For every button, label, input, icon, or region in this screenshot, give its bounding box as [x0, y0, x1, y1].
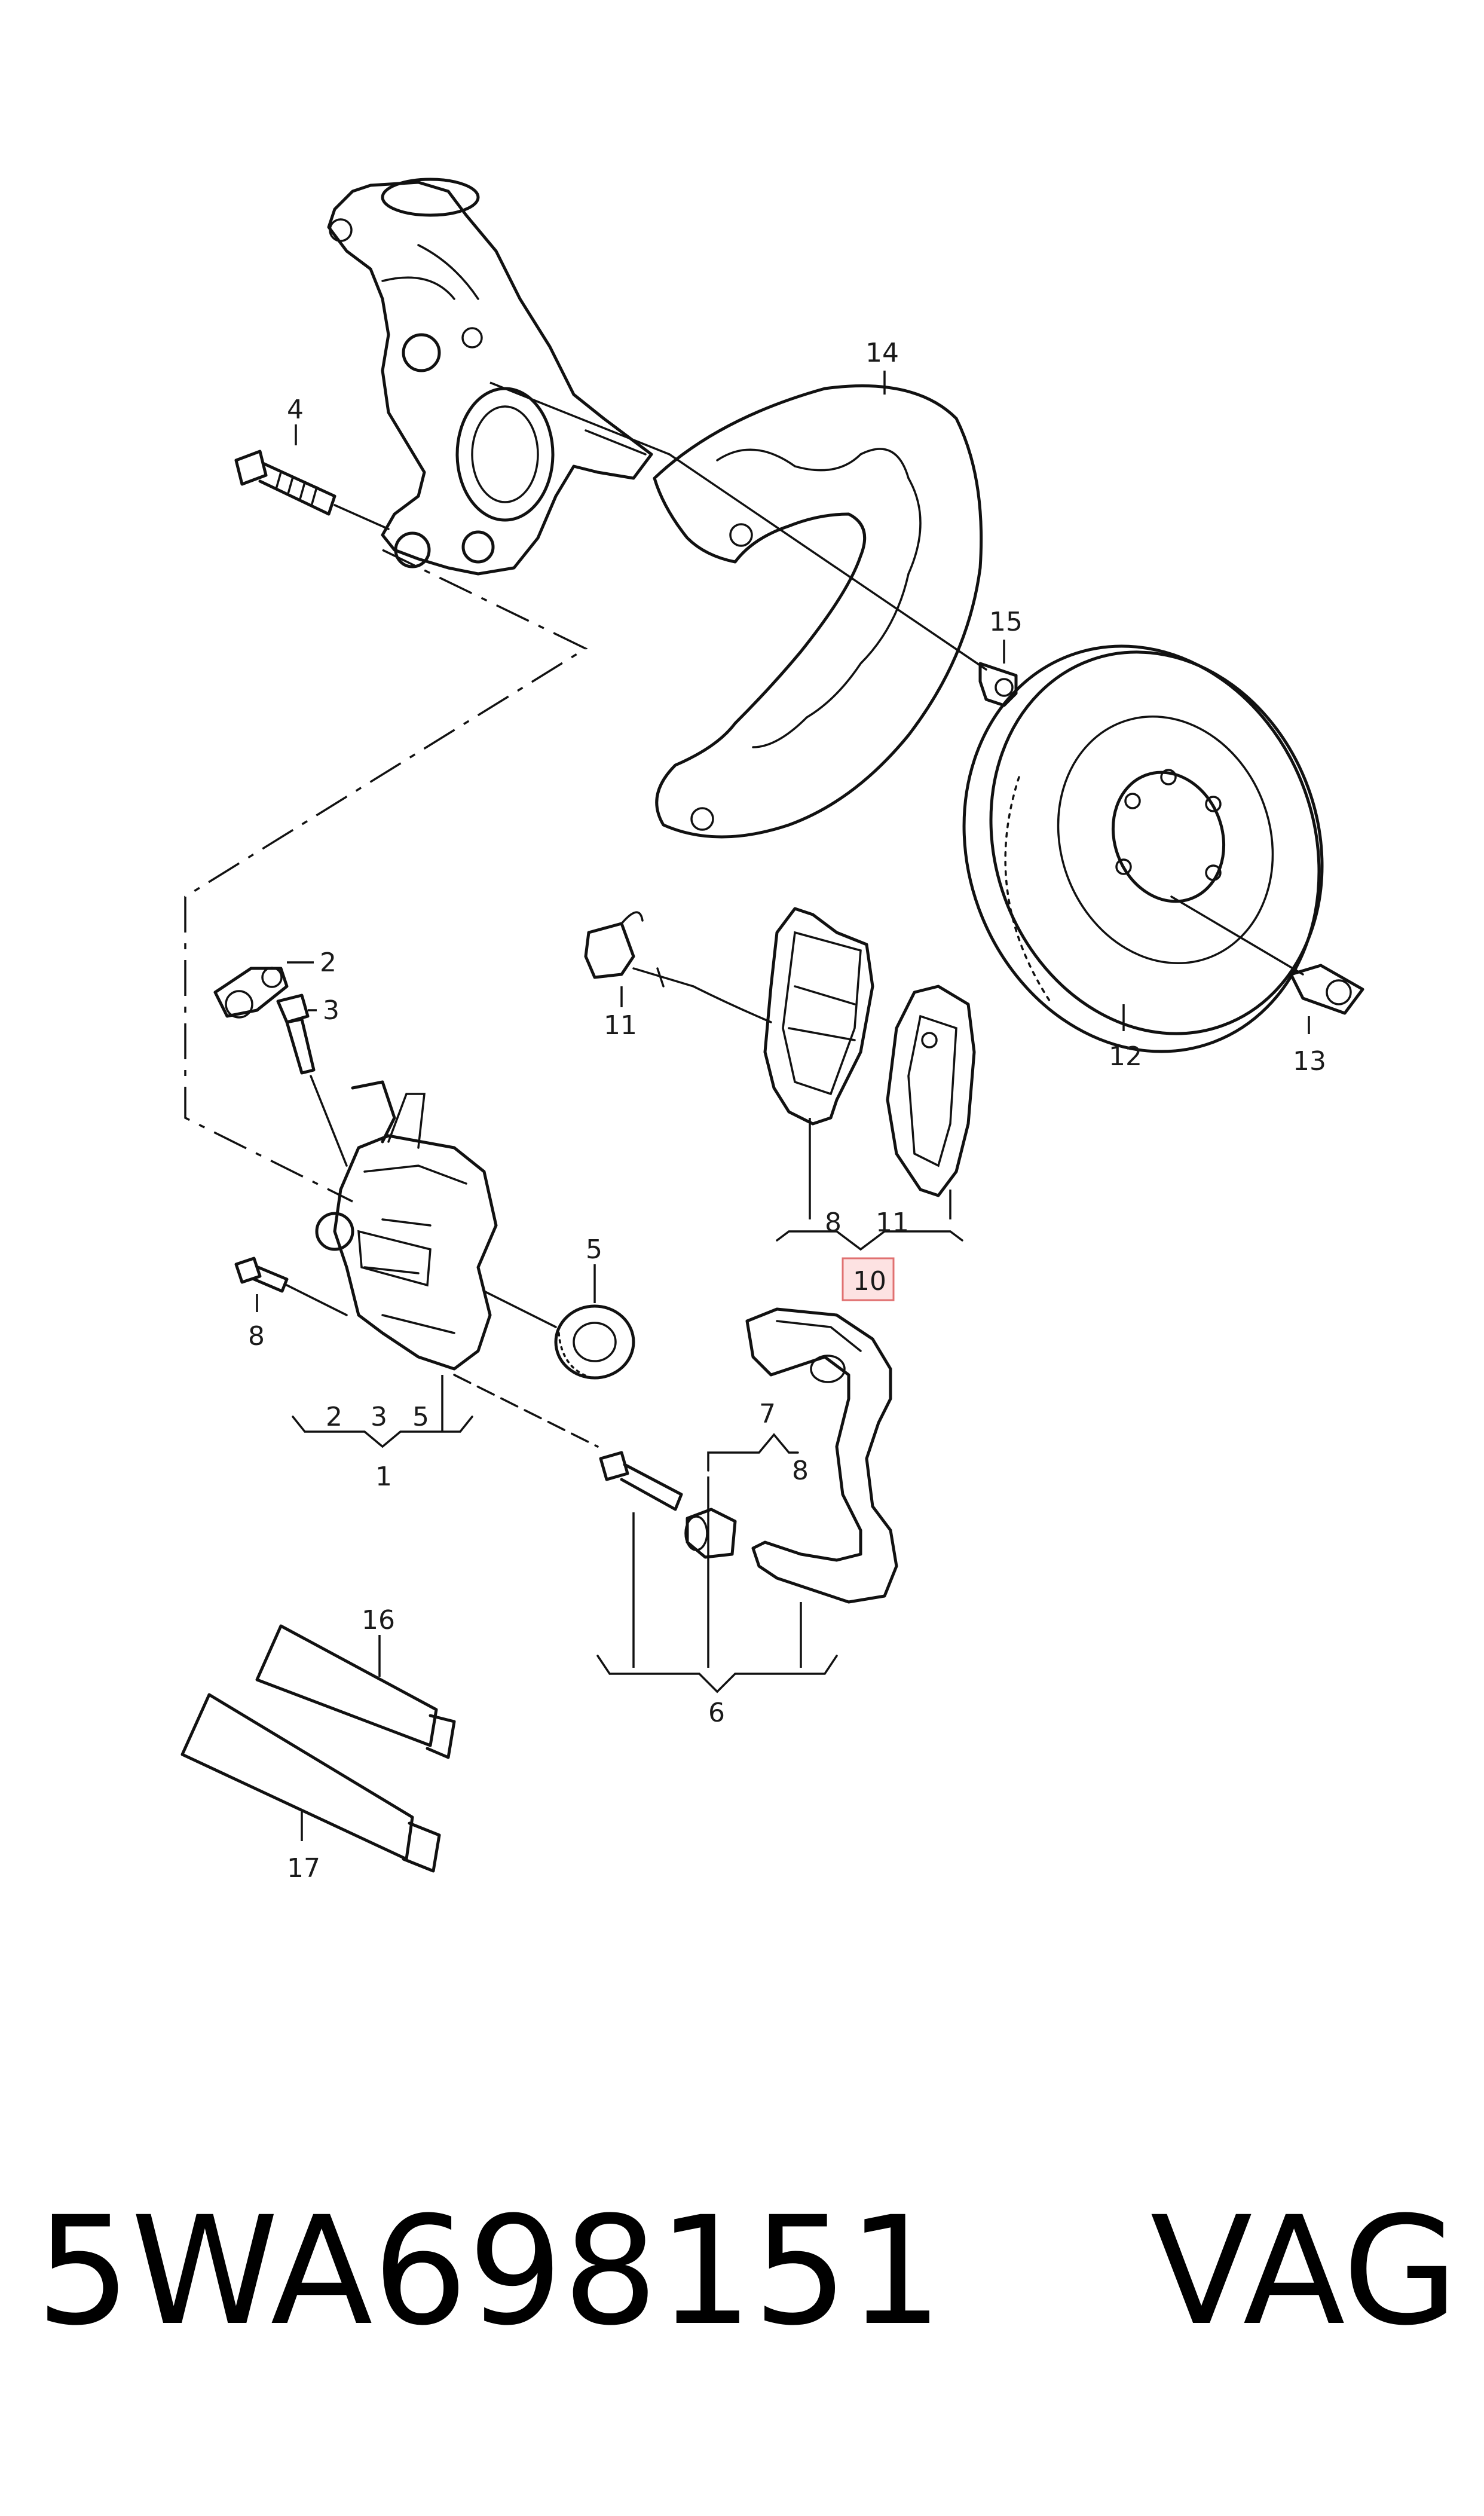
knuckle-axis-line — [489, 381, 670, 455]
callout-8c: 8 — [825, 1207, 842, 1238]
brand-name: VAG — [1150, 2184, 1458, 2358]
brake-dust-shield — [653, 384, 983, 839]
callout-8a: 8 — [248, 1321, 265, 1352]
callout-10: 10 — [853, 1266, 886, 1297]
guide-sleeve — [684, 1508, 737, 1559]
callout-7: 7 — [759, 1399, 776, 1429]
highlight-box-10 — [842, 1257, 895, 1301]
callout-11b: 11 — [876, 1207, 909, 1238]
callout-2a: 2 — [320, 947, 336, 978]
brake-pad-outer — [886, 985, 976, 1197]
grease-tube-16 — [255, 1624, 456, 1759]
steering-knuckle — [327, 178, 653, 576]
callout-1: 1 — [375, 1462, 392, 1492]
callout-13: 13 — [1293, 1046, 1326, 1077]
callout-3a: 3 — [323, 995, 339, 1026]
callout-11a: 11 — [604, 1010, 637, 1041]
bracket-10 — [776, 1230, 963, 1251]
caliper-carrier — [745, 1307, 898, 1604]
shield-axis — [668, 453, 987, 671]
bolt-8-axis — [286, 1284, 348, 1316]
callout-5b: 5 — [412, 1402, 429, 1432]
callout-14: 14 — [865, 338, 899, 368]
callout-2b: 2 — [326, 1402, 342, 1432]
brake-pad-inner — [763, 907, 874, 1126]
callout-8b: 8 — [792, 1456, 809, 1486]
grease-tube-17 — [180, 1693, 441, 1873]
callout-12: 12 — [1109, 1041, 1142, 1072]
brake-caliper — [315, 1080, 498, 1371]
bracket-7 — [707, 1433, 799, 1472]
bracket-6 — [596, 1655, 838, 1693]
kit-5-axis — [483, 1290, 557, 1328]
callout-5a: 5 — [586, 1234, 602, 1265]
callout-17: 17 — [287, 1853, 320, 1884]
wear-sensor — [584, 911, 772, 1023]
valve-axis — [310, 1075, 348, 1167]
bolt-8 — [234, 1257, 289, 1293]
bleeder-valve-3 — [276, 993, 316, 1075]
callout-15: 15 — [989, 607, 1023, 637]
footer: 5WA698151 VAG — [36, 2176, 1458, 2367]
callout-3b: 3 — [371, 1402, 387, 1432]
callout-16: 16 — [362, 1605, 395, 1635]
guide-pin-2 — [213, 967, 289, 1019]
brake-disc — [962, 644, 1324, 1053]
assembly-dashed-line — [184, 549, 588, 1203]
callout-6: 6 — [708, 1698, 725, 1728]
guide-bolt — [599, 1451, 683, 1511]
bracket-1 — [292, 1416, 473, 1448]
bolt-4-axis — [333, 504, 390, 530]
part-number: 5WA698151 — [36, 2184, 943, 2358]
carrier-axis — [453, 1374, 599, 1448]
callout-4: 4 — [287, 395, 304, 425]
repair-kit-5 — [554, 1304, 635, 1380]
bolt-4 — [234, 450, 336, 516]
screw-13 — [1170, 895, 1364, 1015]
